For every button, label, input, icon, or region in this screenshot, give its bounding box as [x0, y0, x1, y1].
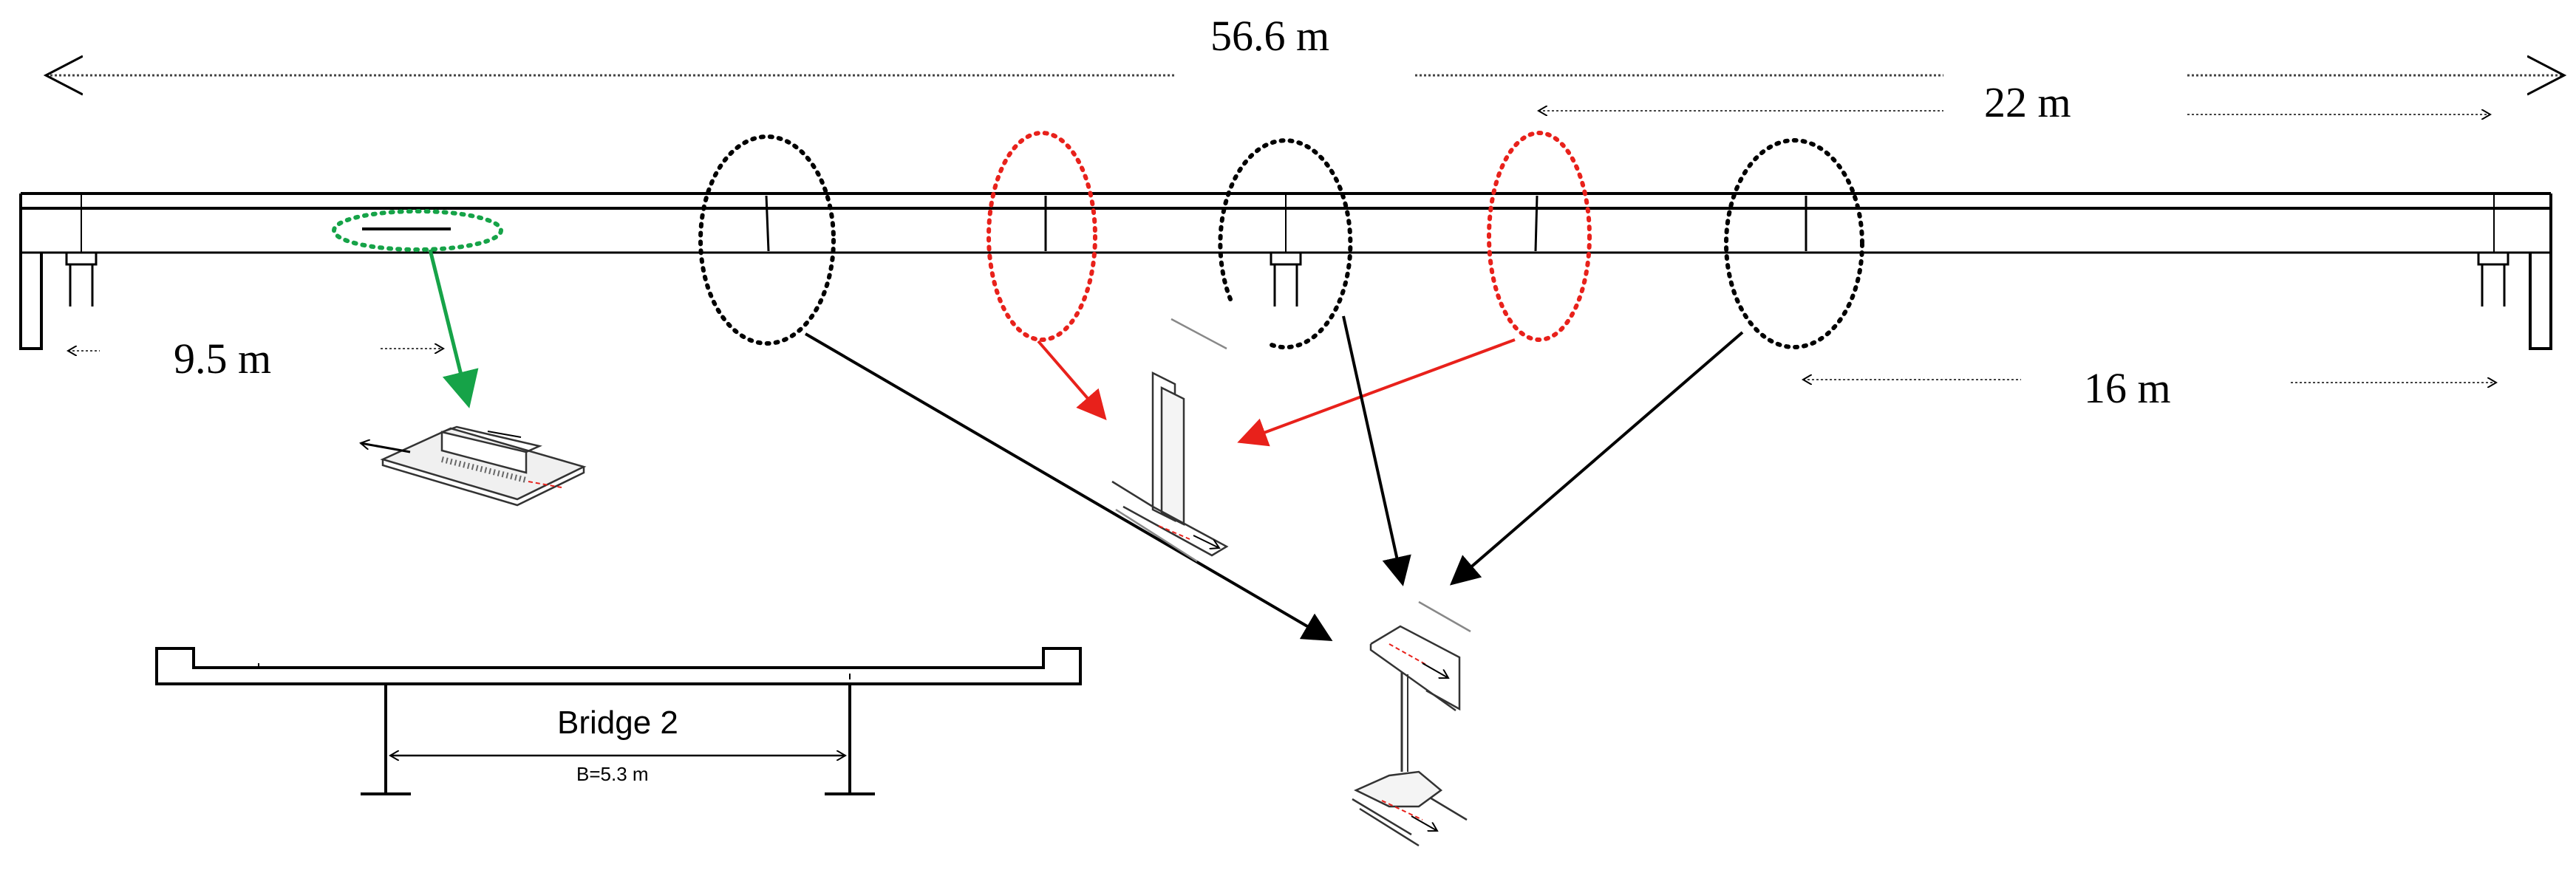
plate-thickness — [381, 459, 585, 507]
cross-section-title: Bridge 2 — [557, 705, 678, 741]
circle-green-1 — [332, 209, 503, 252]
stiffener-5 — [1534, 195, 1539, 252]
stress-arrow — [361, 443, 411, 453]
bottom-flange-sketch — [1111, 480, 1229, 557]
middle-bearing — [1270, 251, 1302, 306]
edge-line — [1115, 508, 1198, 563]
arrow-red-1 — [1037, 340, 1107, 421]
circle-black-1 — [698, 134, 836, 346]
crack-mark-red — [1158, 525, 1190, 540]
detail-sketch-red — [1111, 318, 1229, 563]
crack-mark-black-top — [1388, 643, 1427, 665]
cross-section-deck — [155, 647, 1082, 685]
circle-red-2 — [1487, 131, 1592, 342]
stiffener-plate — [1160, 386, 1185, 527]
stress-arrow-black-bottom — [1411, 815, 1437, 831]
right-abutment — [2529, 194, 2552, 350]
weld-hatch — [441, 456, 527, 483]
dim-right-end-span: 16 m — [1803, 364, 2496, 412]
detail-sketch-green — [361, 425, 587, 507]
stress-arrow-black-top — [1422, 662, 1448, 678]
flange-hint — [1171, 318, 1227, 350]
detail-sketch-black — [1352, 600, 1471, 847]
circle-black-2 — [1218, 138, 1353, 350]
crack-mark — [528, 481, 562, 488]
dim-tick — [487, 431, 522, 438]
right-bearing — [2477, 251, 2509, 306]
dim-22-label: 22 m — [1984, 78, 2071, 126]
circle-black-3 — [1724, 138, 1864, 349]
left-bearing — [65, 251, 98, 306]
bridge-cross-section — [155, 647, 1082, 795]
detail-circles — [332, 131, 1864, 350]
arrow-black-2 — [1342, 315, 1411, 586]
bottom-flange-black — [1352, 796, 1468, 847]
pointer-arrows — [428, 249, 1744, 642]
top-flange-sketch — [1370, 625, 1461, 711]
arrow-black-1 — [804, 332, 1333, 642]
flange-hint-black — [1418, 600, 1471, 633]
arrow-green — [428, 249, 479, 408]
circle-red-1 — [987, 131, 1097, 342]
bridge-elevation — [19, 192, 2552, 350]
dim-16-label: 16 m — [2084, 364, 2171, 412]
dim-right-span: 22 m — [1539, 78, 2490, 126]
bottom-junction — [1354, 770, 1443, 808]
attachment-top — [441, 425, 542, 453]
cross-section-width-label: B=5.3 m — [576, 763, 649, 785]
arrow-red-2 — [1237, 338, 1516, 447]
top-flange-edge — [1369, 644, 1456, 712]
dim-total-span: 56.6 m — [46, 12, 2564, 75]
dim-9-5-label: 9.5 m — [174, 335, 271, 383]
crack-mark-black-bottom — [1381, 800, 1423, 821]
dim-total-label: 56.6 m — [1210, 12, 1329, 60]
arrow-black-3 — [1449, 331, 1744, 586]
left-abutment — [19, 194, 43, 350]
dim-left-span: 9.5 m — [68, 335, 443, 383]
stress-arrow-red — [1193, 535, 1219, 548]
plate — [380, 427, 587, 501]
stiffener-2 — [765, 195, 770, 252]
